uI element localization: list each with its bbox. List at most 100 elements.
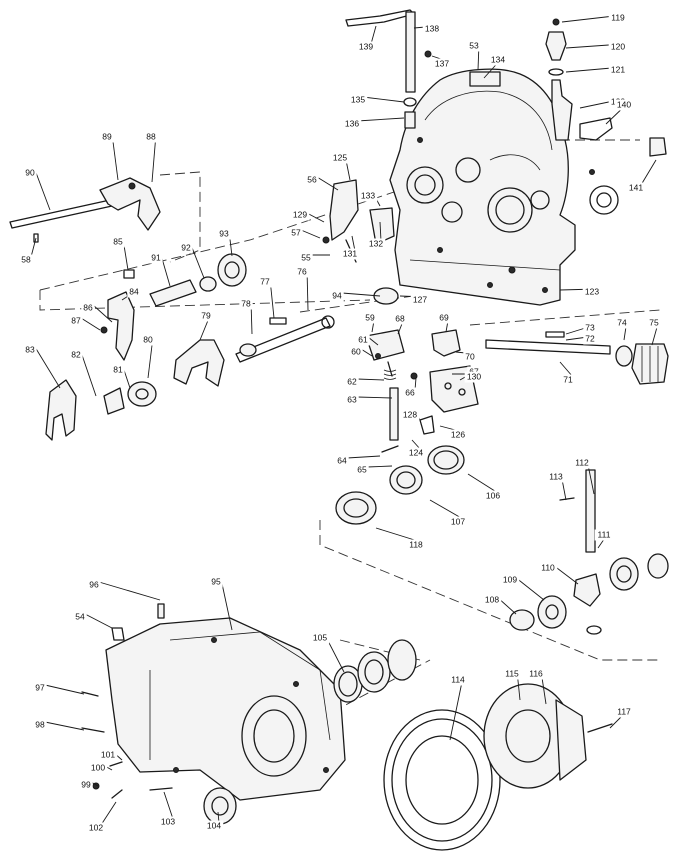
callout-number-139: 139 bbox=[359, 41, 373, 51]
callout-number-89: 89 bbox=[102, 131, 112, 141]
selector-fork-84 bbox=[100, 291, 135, 361]
callout-bg-54 bbox=[73, 611, 87, 623]
callout-number-101: 101 bbox=[101, 749, 115, 759]
callout-number-137: 137 bbox=[435, 58, 449, 68]
callout-bg-103 bbox=[158, 816, 178, 828]
callout-bg-84 bbox=[127, 286, 141, 298]
callout-leader-96 bbox=[98, 581, 161, 601]
synchro-gears-upper bbox=[123, 253, 247, 307]
callout-bg-117 bbox=[614, 706, 634, 718]
callout-number-124: 124 bbox=[409, 447, 423, 457]
callout-number-99: 99 bbox=[81, 779, 91, 789]
callout-bg-66 bbox=[403, 387, 417, 399]
callout-number-108: 108 bbox=[485, 594, 499, 604]
callout-number-93: 93 bbox=[219, 228, 229, 238]
callout-number-62: 62 bbox=[347, 376, 357, 386]
callout-leader-95 bbox=[220, 578, 233, 631]
callout-bg-141 bbox=[626, 182, 646, 194]
callout-bg-95 bbox=[209, 576, 223, 588]
callout-leader-102 bbox=[100, 801, 117, 826]
callout-bg-105 bbox=[310, 632, 330, 644]
callout-bg-127 bbox=[410, 294, 430, 306]
callout-leader-139 bbox=[370, 25, 377, 45]
callout-bg-116 bbox=[526, 668, 546, 680]
callout-number-69: 69 bbox=[439, 312, 449, 322]
callout-number-82: 82 bbox=[71, 349, 81, 359]
interlock-sleeve bbox=[103, 381, 157, 415]
callout-bg-140 bbox=[614, 99, 634, 111]
callout-bg-86 bbox=[81, 302, 95, 314]
callout-number-90: 90 bbox=[25, 167, 35, 177]
callout-bg-114 bbox=[448, 674, 468, 686]
callout-number-109: 109 bbox=[503, 574, 517, 584]
callout-leader-83 bbox=[34, 346, 61, 389]
callout-bg-88 bbox=[144, 131, 158, 143]
callout-number-107: 107 bbox=[451, 516, 465, 526]
callout-bg-118 bbox=[406, 539, 426, 551]
callout-number-134: 134 bbox=[491, 54, 505, 64]
callout-leader-65 bbox=[366, 465, 393, 468]
callout-bg-82 bbox=[69, 349, 83, 361]
callout-leader-92 bbox=[190, 244, 205, 279]
input-shaft bbox=[485, 331, 669, 385]
callout-bg-104 bbox=[204, 820, 224, 832]
callout-number-116: 116 bbox=[529, 668, 543, 678]
callout-number-68: 68 bbox=[395, 313, 405, 323]
callout-bg-55 bbox=[299, 252, 313, 264]
callout-bg-108 bbox=[482, 594, 502, 606]
callout-bg-65 bbox=[355, 464, 369, 476]
callout-number-132: 132 bbox=[369, 238, 383, 248]
callout-number-66: 66 bbox=[405, 387, 415, 397]
callout-bg-62 bbox=[345, 376, 359, 388]
callout-bg-83 bbox=[23, 344, 37, 356]
callout-bg-57 bbox=[289, 227, 303, 239]
callout-leader-64 bbox=[346, 455, 381, 459]
ring-gear bbox=[383, 709, 501, 851]
callout-bg-134 bbox=[488, 54, 508, 66]
callout-bg-94 bbox=[330, 290, 344, 302]
callout-number-130: 130 bbox=[467, 371, 481, 381]
callout-number-88: 88 bbox=[146, 131, 156, 141]
callout-number-53: 53 bbox=[469, 40, 479, 50]
callout-bg-106 bbox=[483, 490, 503, 502]
callout-number-140: 140 bbox=[617, 99, 631, 109]
callout-bg-74 bbox=[615, 317, 629, 329]
callout-number-65: 65 bbox=[357, 464, 367, 474]
callout-leader-135 bbox=[362, 96, 405, 103]
callout-number-131: 131 bbox=[343, 248, 357, 258]
shift-rail-76 bbox=[235, 315, 335, 363]
callout-number-114: 114 bbox=[451, 674, 465, 684]
callout-bg-102 bbox=[86, 822, 106, 834]
callout-number-119: 119 bbox=[611, 12, 625, 22]
callout-leader-107 bbox=[429, 499, 464, 520]
callout-number-98: 98 bbox=[35, 719, 45, 729]
callout-number-56: 56 bbox=[307, 174, 317, 184]
callout-number-87: 87 bbox=[71, 315, 81, 325]
callout-number-91: 91 bbox=[151, 252, 161, 262]
callout-number-72: 72 bbox=[585, 333, 595, 343]
callout-number-112: 112 bbox=[575, 457, 589, 467]
callout-bg-79 bbox=[199, 310, 213, 322]
callout-number-126: 126 bbox=[451, 429, 465, 439]
callout-bg-97 bbox=[33, 682, 47, 694]
callout-bg-135 bbox=[348, 94, 368, 106]
callout-leader-136 bbox=[356, 117, 405, 122]
callout-leader-63 bbox=[356, 396, 393, 399]
callout-bg-107 bbox=[448, 516, 468, 528]
callout-bg-99 bbox=[79, 779, 93, 791]
differential-case bbox=[483, 683, 613, 789]
callout-number-75: 75 bbox=[649, 317, 659, 327]
callout-number-129: 129 bbox=[293, 209, 307, 219]
callout-bg-76 bbox=[295, 266, 309, 278]
callout-number-85: 85 bbox=[113, 236, 123, 246]
selector-fork-83 bbox=[45, 379, 77, 441]
callout-bg-81 bbox=[111, 364, 125, 376]
callout-number-135: 135 bbox=[351, 94, 365, 104]
callout-bg-77 bbox=[258, 276, 272, 288]
callout-bg-93 bbox=[217, 228, 231, 240]
callout-bg-100 bbox=[88, 762, 108, 774]
differential-pinion-shaft bbox=[509, 469, 669, 635]
callout-leader-87 bbox=[80, 317, 101, 331]
